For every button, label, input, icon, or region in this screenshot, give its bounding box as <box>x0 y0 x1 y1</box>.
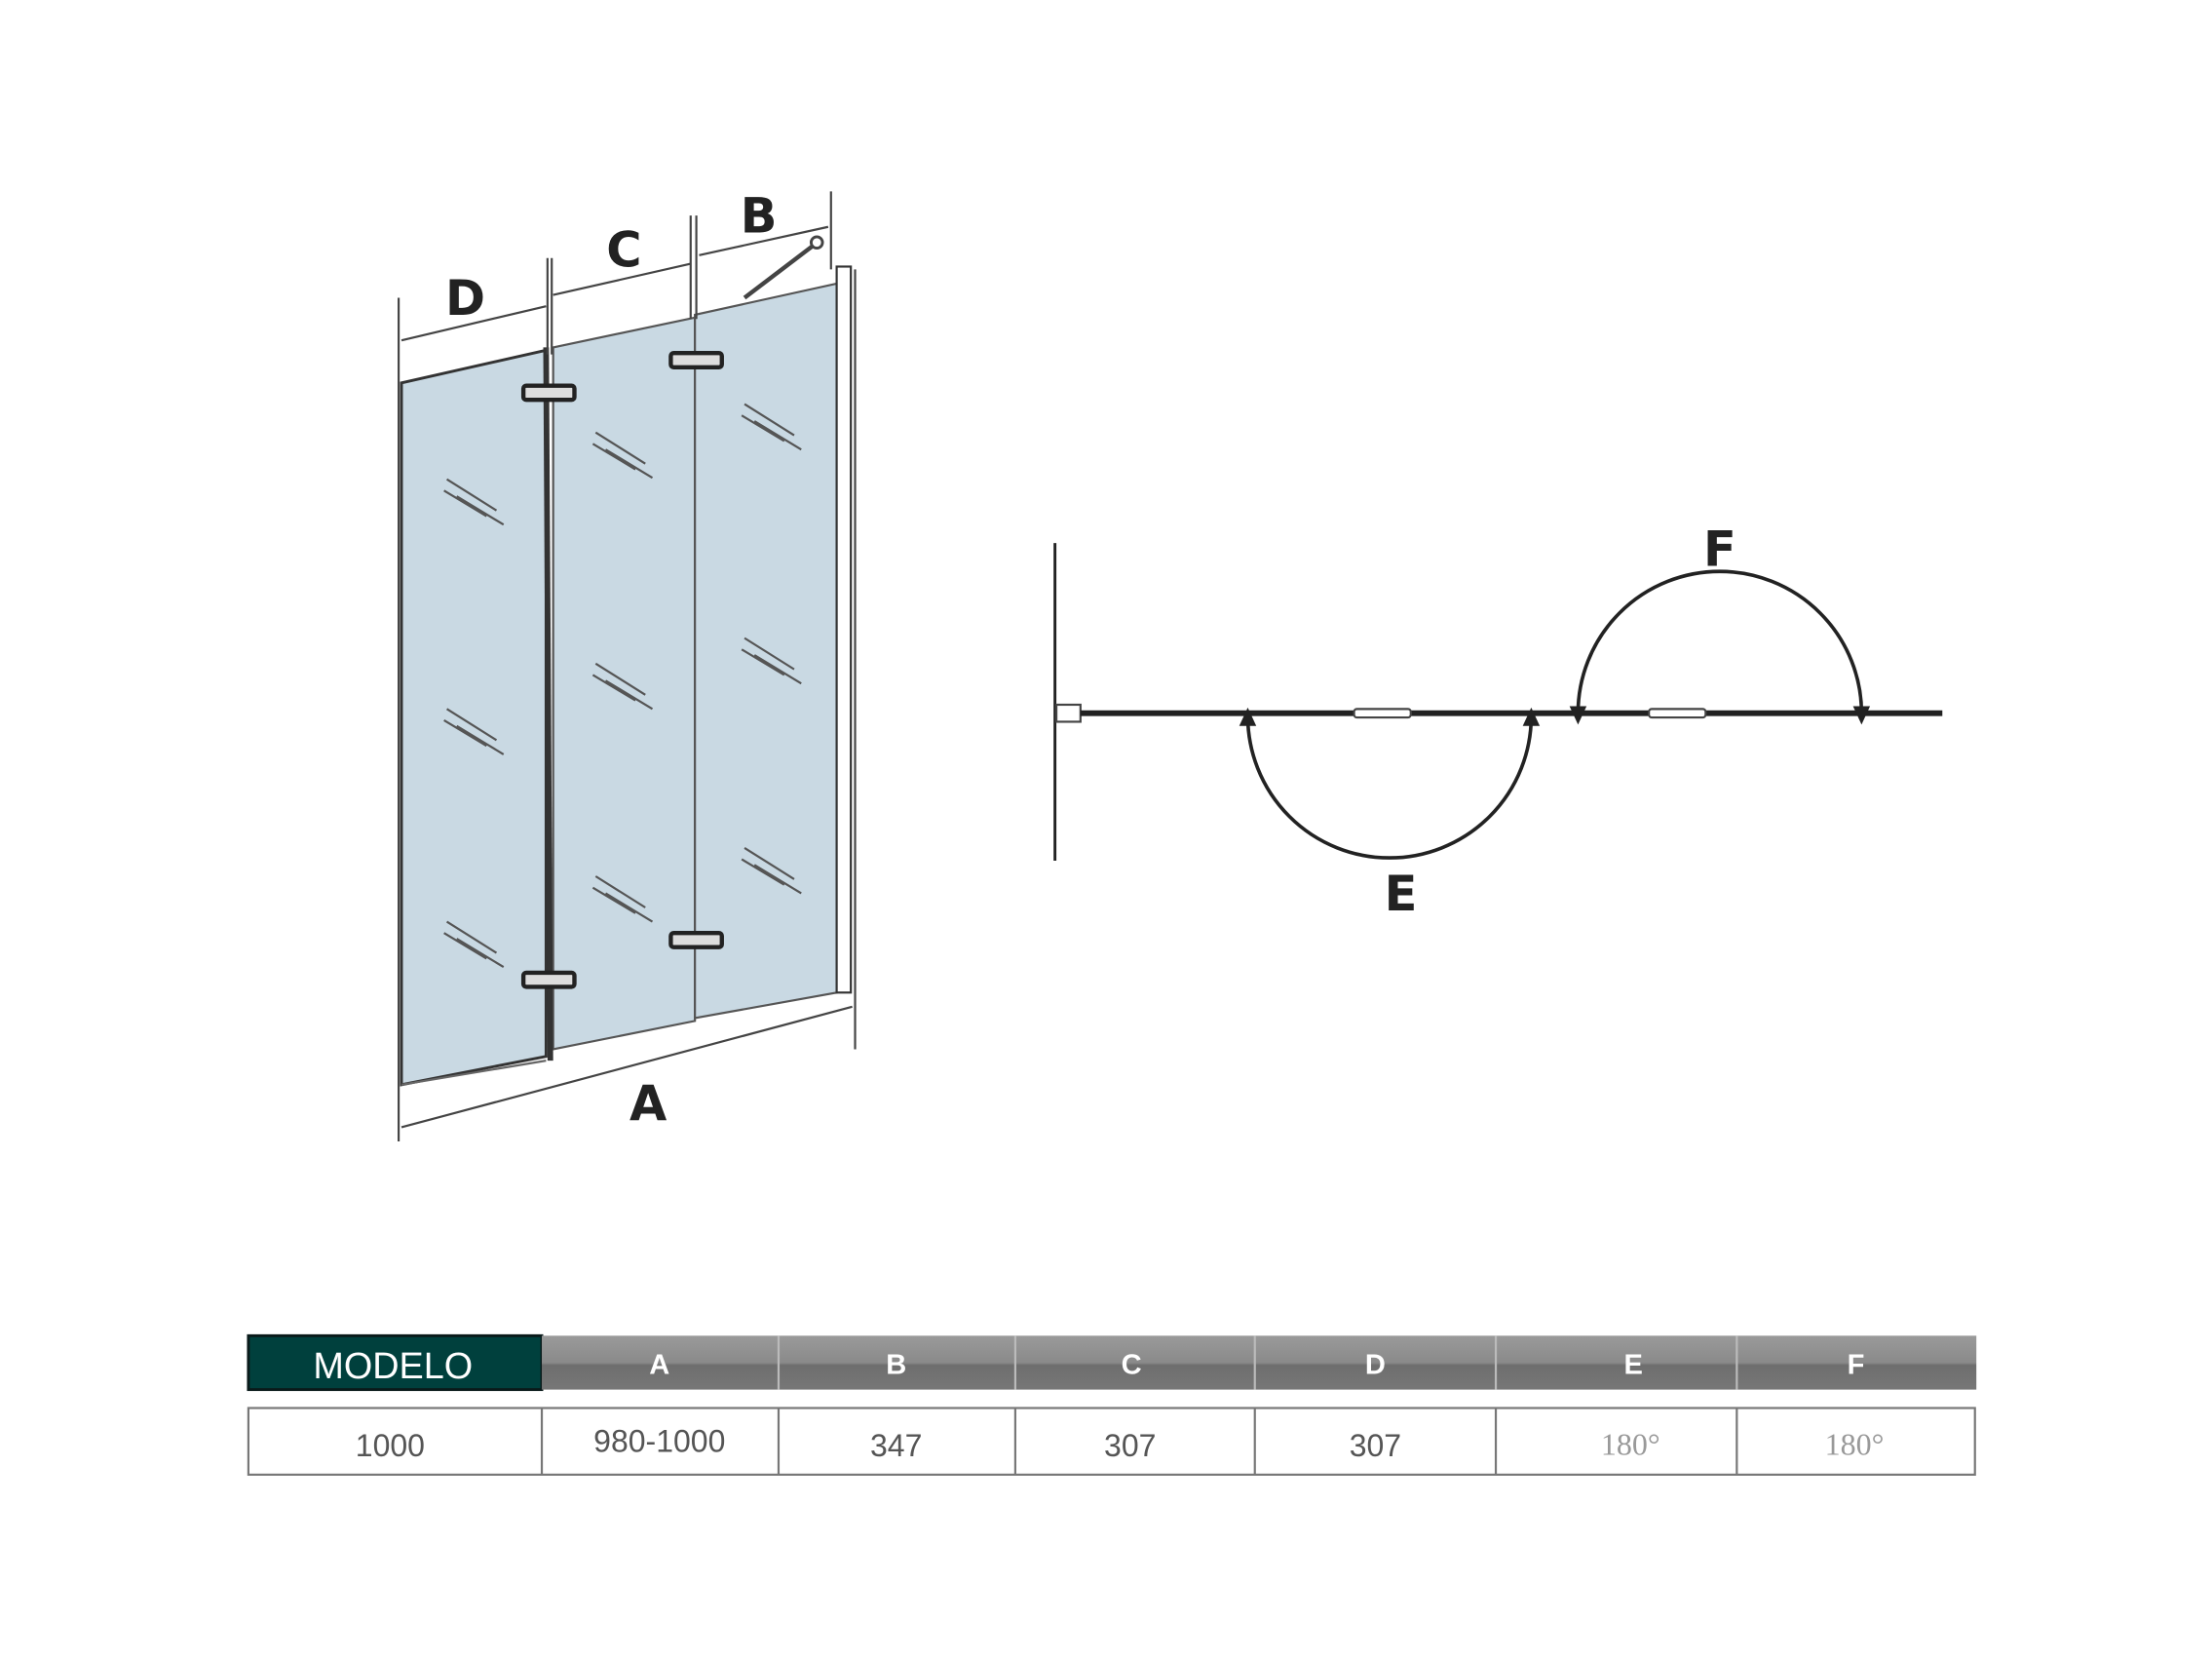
arc-arrows <box>1239 706 1871 726</box>
cell-c: 307 <box>1104 1428 1156 1463</box>
cell-a: 980-1000 <box>593 1424 725 1459</box>
cell-d: 307 <box>1350 1428 1401 1463</box>
dimension-label-d: D <box>445 270 485 327</box>
angle-label-e: E <box>1385 866 1418 922</box>
support-arm <box>743 242 818 300</box>
header-f: F <box>1848 1350 1865 1381</box>
cell-b: 347 <box>870 1428 922 1463</box>
cell-e: 180° <box>1601 1427 1660 1462</box>
hinge-marks <box>1353 708 1707 719</box>
dimension-label-c: C <box>606 221 641 278</box>
header-c: C <box>1122 1350 1142 1381</box>
header-b: B <box>886 1350 906 1381</box>
table-header-row: MODELO A B C D E F <box>247 1333 1977 1392</box>
header-d: D <box>1365 1350 1386 1381</box>
rotation-arc-f <box>1576 569 1864 714</box>
header-e: E <box>1623 1350 1642 1381</box>
hinges <box>520 351 724 989</box>
cell-f: 180° <box>1825 1427 1885 1462</box>
dimension-lines <box>398 191 857 1142</box>
glass-hatch-marks <box>443 403 802 969</box>
header-a: A <box>649 1350 669 1381</box>
rotation-arc-e <box>1245 715 1534 860</box>
screen-top-view: E F <box>1053 521 1943 922</box>
dimension-label-a: A <box>629 1075 667 1132</box>
angle-label-f: F <box>1703 521 1736 577</box>
glass-panel-d <box>400 348 548 1087</box>
screen-3d-view: D C B A <box>398 188 857 1142</box>
table-row: 1000 980-1000 347 307 307 180° 180° <box>247 1407 1976 1476</box>
cell-modelo: 1000 <box>356 1428 425 1463</box>
dimension-label-b: B <box>741 188 778 245</box>
dimensions-table: MODELO A B C D E F 1000 980-1000 347 307… <box>247 1333 1977 1476</box>
glass-panel-c <box>552 316 697 1051</box>
wall-profile <box>835 265 853 994</box>
header-modelo: MODELO <box>313 1346 473 1387</box>
